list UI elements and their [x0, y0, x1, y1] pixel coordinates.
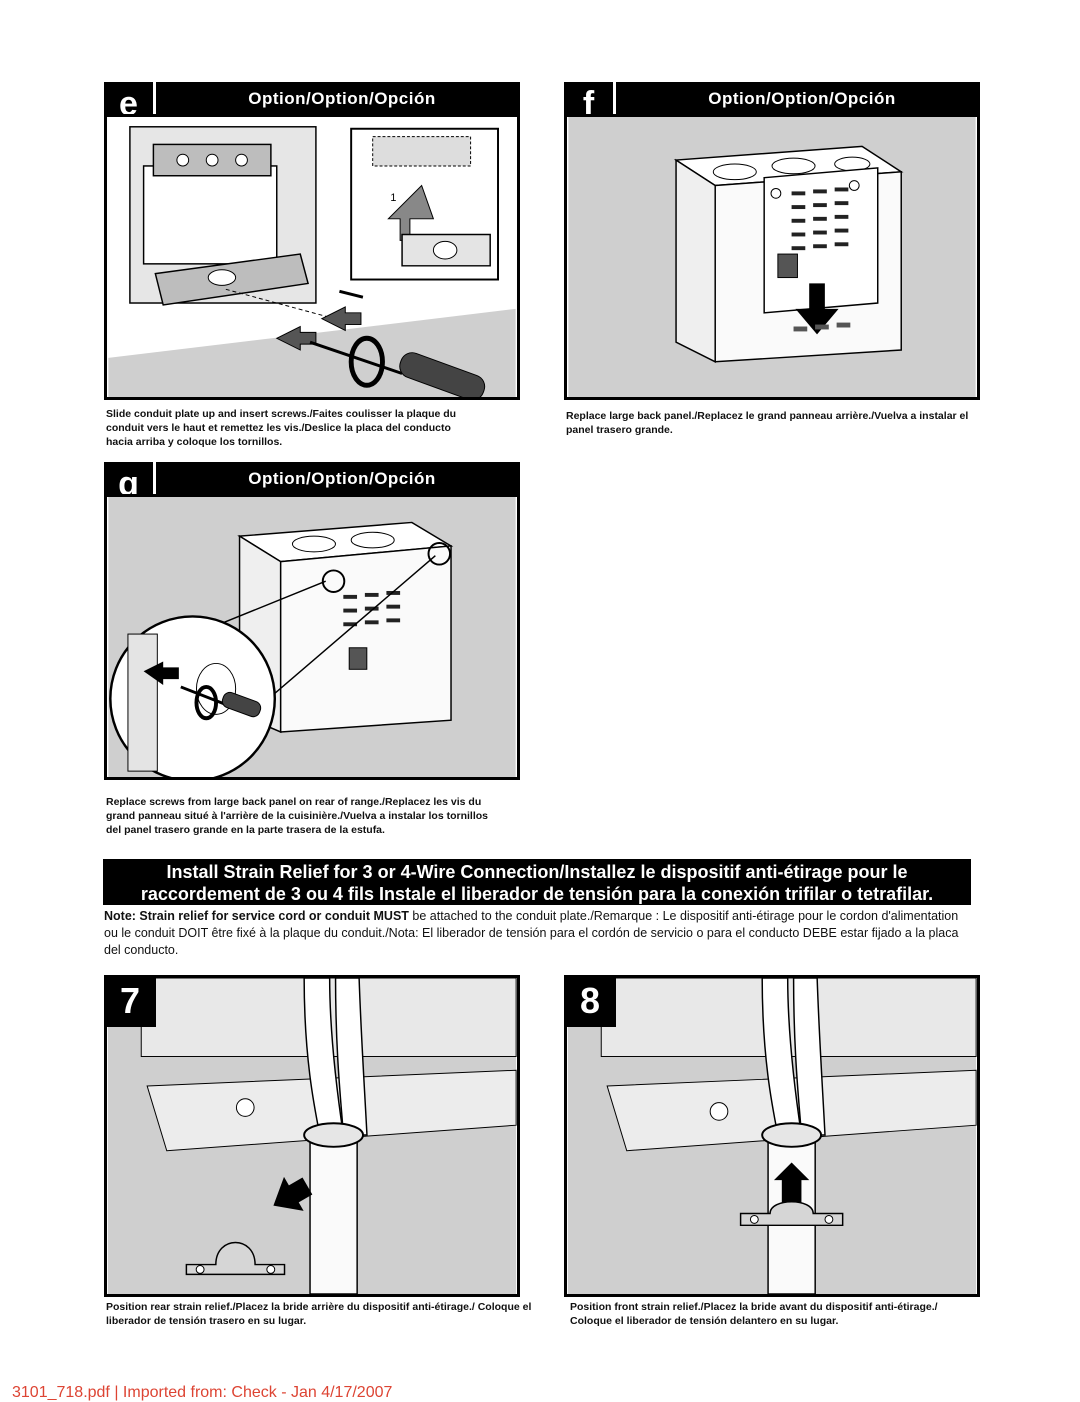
conduit-plate-illustration: 1	[108, 117, 516, 397]
step-8-illustration	[564, 975, 980, 1297]
step-8-number: 8	[564, 975, 616, 1027]
rear-strain-relief-illustration	[107, 978, 517, 1294]
panel-e-illustration: 1	[104, 114, 520, 400]
section-title: Install Strain Relief for 3 or 4-Wire Co…	[103, 859, 971, 905]
note-must: MUST	[373, 909, 409, 923]
panel-f-caption: Replace large back panel./Replacez le gr…	[566, 410, 969, 436]
note-rest: be attached to the conduit plate./Remarq…	[104, 909, 959, 957]
panel-g-illustration	[104, 494, 520, 780]
panel-f: Option/Option/Opción f	[564, 82, 980, 400]
panel-f-illustration	[564, 114, 980, 400]
step-8-caption: Position front strain relief./Placez la …	[570, 1301, 938, 1327]
footer-text: 3101_718.pdf | Imported from: Check - Ja…	[12, 1384, 393, 1401]
step-7-illustration	[104, 975, 520, 1297]
callout-number-1: 1	[390, 192, 396, 204]
section-note: Note: Strain relief for service cord or …	[104, 908, 972, 959]
note-prefix: Note: Strain relief for service cord or …	[104, 909, 374, 923]
panel-g-title: Option/Option/Opción	[248, 469, 436, 488]
step-7-number: 7	[104, 975, 156, 1027]
panel-e-title: Option/Option/Opción	[248, 89, 436, 108]
range-back-panel-illustration	[568, 117, 976, 397]
panel-e: Option/Option/Opción e 1	[104, 82, 520, 400]
front-strain-relief-illustration	[567, 978, 977, 1294]
panel-f-header: Option/Option/Opción	[564, 82, 980, 116]
panel-e-header: Option/Option/Opción	[104, 82, 520, 116]
panel-e-caption: Slide conduit plate up and insert screws…	[106, 408, 457, 448]
panel-g-header: Option/Option/Opción	[104, 462, 520, 496]
step-7-caption: Position rear strain relief./Placez la b…	[106, 1301, 532, 1327]
panel-g-caption: Replace screws from large back panel on …	[106, 796, 488, 836]
panel-g: Option/Option/Opción g	[104, 462, 520, 780]
panel-f-title: Option/Option/Opción	[708, 89, 896, 108]
range-screws-illustration	[108, 497, 516, 777]
